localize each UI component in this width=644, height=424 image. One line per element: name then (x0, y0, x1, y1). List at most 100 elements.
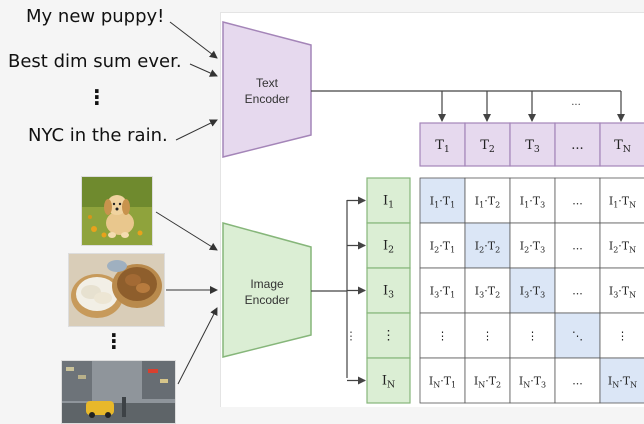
image-token-cell (366, 222, 411, 269)
similarity-cell-bg (419, 177, 466, 224)
similarity-cell: I2·T1 (419, 222, 466, 269)
text-token-label: ... (571, 138, 583, 153)
text-token-label: TN (614, 138, 631, 155)
similarity-cell-bg (419, 222, 466, 269)
image-token-label: I2 (383, 239, 394, 256)
similarity-cell-bg (599, 267, 644, 314)
similarity-cell-bg (464, 177, 511, 224)
similarity-cell: I1·T2 (464, 177, 511, 224)
text-token-cell (419, 122, 466, 167)
similarity-label: I2·TN (609, 240, 636, 255)
similarity-cell-bg (599, 357, 644, 404)
text-token-box: ... (554, 122, 601, 167)
image-encoder-label-1: Image (250, 277, 284, 291)
similarity-label: I1·T2 (475, 195, 500, 210)
text-token-box: T3 (509, 122, 556, 167)
similarity-label: I1·TN (609, 195, 636, 210)
similarity-label: I2·T1 (430, 240, 455, 255)
image-token-box: IN (366, 357, 411, 404)
similarity-label: I3·T3 (520, 285, 545, 300)
similarity-label: IN·T3 (519, 375, 546, 390)
similarity-label: I1·T3 (520, 195, 545, 210)
similarity-cell: I2·T3 (509, 222, 556, 269)
similarity-label: IN·T2 (474, 375, 501, 390)
caption-puppy: My new puppy! (26, 6, 165, 27)
similarity-cell: IN·T2 (464, 357, 511, 404)
similarity-cell: ⋮ (509, 312, 556, 359)
nyc-rain-image (61, 360, 176, 424)
similarity-cell: ... (554, 267, 601, 314)
similarity-label: ⋮ (482, 330, 493, 343)
text-token-box: T2 (464, 122, 511, 167)
similarity-cell: ... (554, 177, 601, 224)
dim-sum-image (68, 253, 165, 327)
similarity-label: I3·TN (609, 285, 636, 300)
image-token-label: I1 (383, 194, 394, 211)
similarity-label: ⋱ (572, 330, 583, 343)
top-ellipsis: ... (571, 97, 581, 108)
similarity-cell: IN·T3 (509, 357, 556, 404)
similarity-cell-bg (419, 312, 466, 359)
similarity-cell: ⋮ (419, 312, 466, 359)
caption-ellipsis-icon: ··· (93, 79, 101, 115)
similarity-label: I3·T2 (475, 285, 500, 300)
text-encoder-block (222, 21, 312, 158)
caption-nyc: NYC in the rain. (28, 125, 168, 146)
similarity-cell: I3·TN (599, 267, 644, 314)
puppy-image (81, 176, 153, 246)
similarity-cell: ... (554, 222, 601, 269)
similarity-cell: I1·T3 (509, 177, 556, 224)
image-token-label: ⋮ (382, 329, 395, 344)
similarity-label: ⋮ (527, 330, 538, 343)
similarity-label: ... (572, 240, 583, 253)
similarity-cell: ... (554, 357, 601, 404)
similarity-cell: I3·T2 (464, 267, 511, 314)
similarity-label: ⋮ (617, 330, 628, 343)
text-token-box: TN (599, 122, 644, 167)
similarity-cell-bg (419, 357, 466, 404)
fan-ellipsis: ⋮ (346, 330, 357, 343)
text-token-label: T2 (480, 138, 495, 155)
image-ellipsis-icon: ··· (110, 323, 118, 359)
similarity-cell-bg (509, 222, 556, 269)
similarity-cell-bg (509, 357, 556, 404)
similarity-cell: I3·T1 (419, 267, 466, 314)
text-token-label: T1 (435, 138, 450, 155)
image-token-cell (366, 357, 411, 404)
image-encoder-label-2: Encoder (245, 293, 290, 307)
image-token-box: ⋮ (366, 312, 411, 359)
similarity-label: IN·T1 (429, 375, 456, 390)
image-token-label: IN (382, 374, 395, 391)
similarity-cell: I1·TN (599, 177, 644, 224)
image-encoder-block (222, 222, 312, 358)
caption-dim-sum: Best dim sum ever. (8, 51, 182, 72)
similarity-label: I1·T1 (430, 195, 455, 210)
text-token-cell (599, 122, 644, 167)
similarity-label: ⋮ (437, 330, 448, 343)
text-token-cell (464, 122, 511, 167)
similarity-cell: ⋱ (554, 312, 601, 359)
similarity-cell-bg (554, 177, 601, 224)
similarity-cell: IN·T1 (419, 357, 466, 404)
similarity-label: ... (572, 195, 583, 208)
text-token-box: T1 (419, 122, 466, 167)
similarity-cell-bg (554, 222, 601, 269)
similarity-cell-bg (464, 357, 511, 404)
similarity-cell-bg (554, 267, 601, 314)
similarity-cell: I3·T3 (509, 267, 556, 314)
similarity-cell: ⋮ (464, 312, 511, 359)
similarity-cell-bg (464, 312, 511, 359)
text-encoder-label-1: Text (256, 76, 279, 90)
similarity-cell-bg (464, 267, 511, 314)
similarity-cell: I2·TN (599, 222, 644, 269)
similarity-label: I3·T1 (430, 285, 455, 300)
image-token-box: I1 (366, 177, 411, 224)
similarity-label: IN·TN (608, 375, 637, 390)
similarity-cell: ⋮ (599, 312, 644, 359)
image-token-cell (366, 177, 411, 224)
similarity-cell: I1·T1 (419, 177, 466, 224)
image-token-box: I2 (366, 222, 411, 269)
similarity-cell-bg (554, 357, 601, 404)
